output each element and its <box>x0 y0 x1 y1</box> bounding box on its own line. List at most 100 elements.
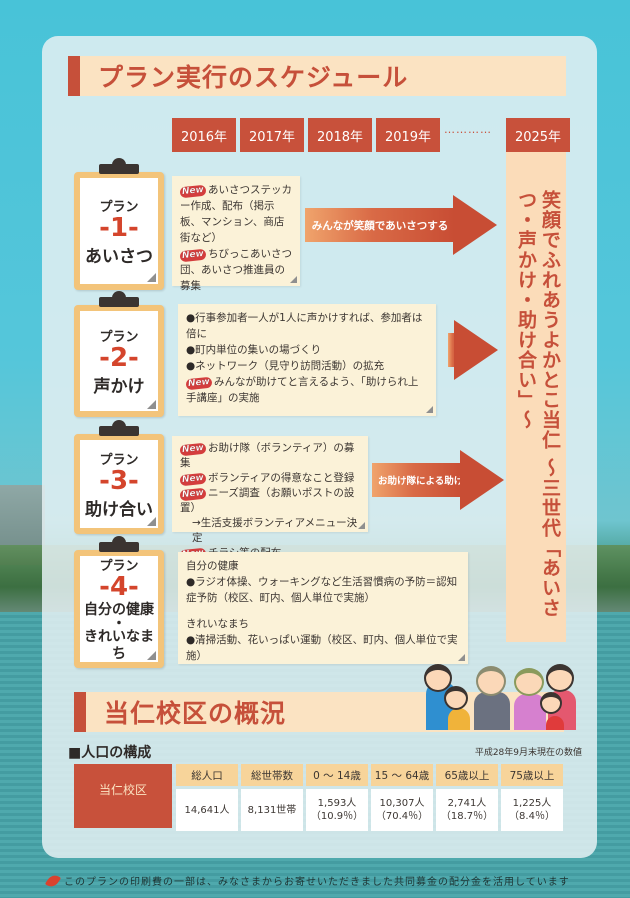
note-heading: 自分の健康 <box>186 560 239 572</box>
schedule-title: プラン実行のスケジュール <box>98 63 409 92</box>
note-spacer <box>186 606 460 616</box>
page-fold-icon <box>147 517 156 526</box>
plan-4-card: プラン -4- 自分の健康 ・ きれいなまち <box>74 536 164 668</box>
row-header-district: 当仁校区 <box>74 764 172 828</box>
grandfather-figure <box>474 692 510 730</box>
plan-number: -3- <box>99 465 139 496</box>
plan-1-card: プラン -1- あいさつ <box>74 158 164 290</box>
column-header: 総人口 <box>176 764 238 786</box>
plan-label: プラン <box>99 199 139 215</box>
year-ellipsis: ………… <box>444 123 492 136</box>
page-fold-icon <box>147 273 156 282</box>
column-age-65-plus: 65歳以上 2,741人（18.7％） <box>436 764 498 831</box>
new-badge-icon: New <box>179 184 207 199</box>
plan-number: -2- <box>99 342 139 373</box>
year-timeline: 2016年 2017年 2018年 2019年 <box>172 118 440 152</box>
column-header: 15 ～ 64歳 <box>371 764 433 786</box>
population-title: ■人口の構成 <box>68 745 152 761</box>
population-columns: 総人口 14,641人 総世帯数 8,131世帯 0 ～ 14歳 1,593人（… <box>176 764 563 831</box>
clipboard-clip-icon <box>99 158 139 174</box>
plan-number: -1- <box>99 212 139 243</box>
new-badge-icon: New <box>179 487 207 502</box>
plan-2-notes: ●行事参加者一人が1人に声かけすれば、参加者は倍に ●町内単位の集いの場づくり … <box>178 304 436 416</box>
year-chip: 2019年 <box>376 118 440 152</box>
year-chip: 2016年 <box>172 118 236 152</box>
note-line: ●行事参加者一人が1人に声かけすれば、参加者は倍に <box>186 312 423 340</box>
column-header: 総世帯数 <box>241 764 303 786</box>
new-badge-icon: New <box>179 248 207 263</box>
plan-label: プラン <box>99 452 139 468</box>
note-line: ●清掃活動、花いっぱい運動（校区、町内、個人単位で実施） <box>186 634 458 662</box>
plan-3-card: プラン -3- 助け合い <box>74 420 164 534</box>
footer-note: このプランの印刷費の一部は、みなさまからお寄せいただきました共同募金の配分金を活… <box>44 871 570 890</box>
note-line: ●町内単位の集いの場づくり <box>186 344 322 356</box>
column-value: 8,131世帯 <box>241 789 303 831</box>
note-line: →生活支援ボランティアメニュー決定 <box>192 517 358 544</box>
arrow-label: お助け隊による助け合い <box>372 463 482 497</box>
column-households: 総世帯数 8,131世帯 <box>241 764 303 831</box>
red-feather-icon <box>44 871 62 890</box>
year-chip: 2017年 <box>240 118 304 152</box>
boy-face <box>444 686 468 710</box>
girl-face <box>540 692 562 714</box>
arrow-head-icon <box>460 450 504 510</box>
population-as-of-date: 平成28年9月末現在の数値 <box>474 748 582 758</box>
overview-title: 当仁校区の概況 <box>104 699 287 728</box>
page-fold-icon <box>290 276 297 283</box>
column-value: 14,641人 <box>176 789 238 831</box>
header-accent-bar <box>68 56 80 96</box>
column-value: 1,593人（10.9％） <box>306 789 368 831</box>
arrow-head-icon <box>454 320 498 380</box>
plan-name: あいさつ <box>85 246 153 267</box>
grandmother-face <box>514 668 544 696</box>
plan-name: 自分の健康 <box>84 602 154 618</box>
plan-4-notes: 自分の健康 ●ラジオ体操、ウォーキングなど生活習慣病の予防＝認知症予防（校区、町… <box>178 552 468 664</box>
page-fold-icon <box>458 654 465 661</box>
plan-name: 声かけ <box>93 376 145 397</box>
page-fold-icon <box>147 651 156 660</box>
column-header: 0 ～ 14歳 <box>306 764 368 786</box>
plan-label: プラン <box>99 329 139 345</box>
clipboard-clip-icon <box>99 291 139 307</box>
page-fold-icon <box>147 400 156 409</box>
grandfather-face <box>476 666 506 696</box>
column-age-75-plus: 75歳以上 1,225人（8.4％） <box>501 764 563 831</box>
footer-text: このプランの印刷費の一部は、みなさまからお寄せいただきました共同募金の配分金を活… <box>64 877 570 888</box>
new-badge-icon: New <box>185 376 213 391</box>
schedule-section-header: プラン実行のスケジュール <box>68 56 566 96</box>
new-badge-icon: New <box>179 472 207 487</box>
plan-1-progress-arrow: みんなが笑顔であいさつする <box>305 195 497 255</box>
plan-2-progress-arrow <box>448 320 500 380</box>
plan-2-card: プラン -2- 声かけ <box>74 291 164 417</box>
page-fold-icon <box>358 522 365 529</box>
column-value: 1,225人（8.4％） <box>501 789 563 831</box>
plan-name: 助け合い <box>85 499 153 520</box>
arrow-head-icon <box>453 195 497 255</box>
plan-3-progress-arrow: お助け隊による助け合い <box>372 450 504 510</box>
goal-slogan: 笑顔でふれあうよかとこ当仁 ～三世代「あいさつ・声かけ・助け合い」～ <box>515 190 561 618</box>
boy-figure <box>448 708 470 730</box>
family-illustration <box>420 664 578 730</box>
arrow-label <box>448 333 458 367</box>
goal-band <box>506 152 566 642</box>
column-total-population: 総人口 14,641人 <box>176 764 238 831</box>
column-age-0-14: 0 ～ 14歳 1,593人（10.9％） <box>306 764 368 831</box>
column-header: 65歳以上 <box>436 764 498 786</box>
column-value: 2,741人（18.7％） <box>436 789 498 831</box>
father-face <box>424 664 452 692</box>
column-value: 10,307人（70.4％） <box>371 789 433 831</box>
year-chip-final: 2025年 <box>506 118 570 152</box>
note-heading: きれいなまち <box>186 618 249 630</box>
note-line: ●ラジオ体操、ウォーキングなど生活習慣病の予防＝認知症予防（校区、町内、個人単位… <box>186 576 458 604</box>
girl-figure <box>546 716 564 730</box>
plan-number: -4- <box>99 572 139 602</box>
clipboard-clip-icon <box>99 420 139 436</box>
